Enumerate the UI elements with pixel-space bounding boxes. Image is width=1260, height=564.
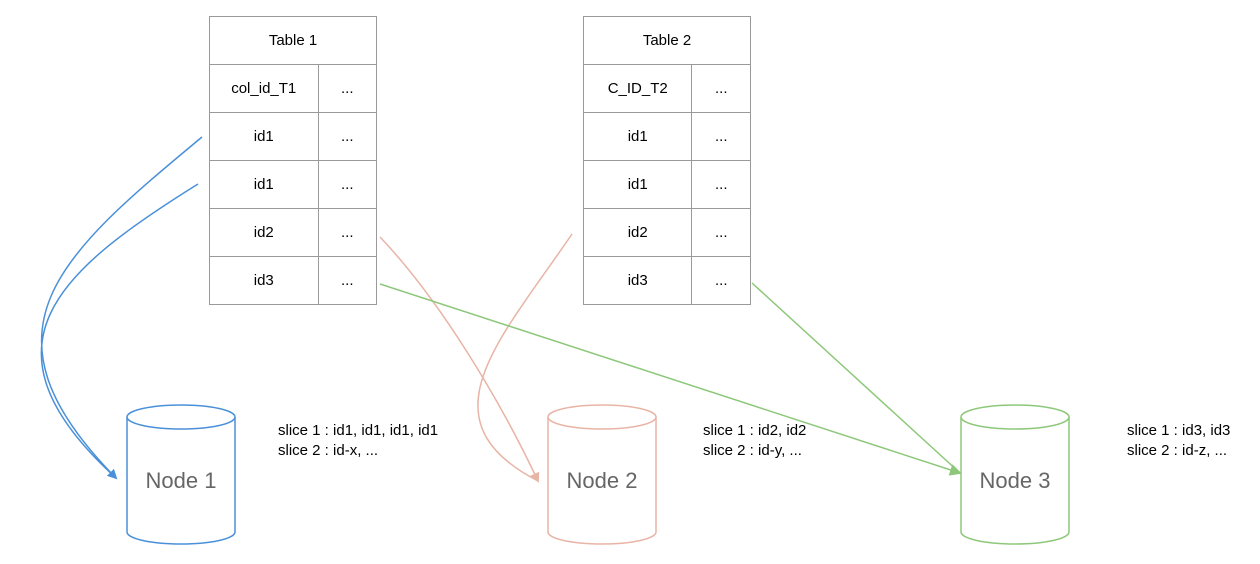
slice-line: slice 2 : id-y, ... [703, 442, 802, 459]
node-2-slices: slice 1 : id2, id2 slice 2 : id-y, ... [703, 421, 806, 461]
cell-id: id1 [209, 112, 319, 161]
node-3: Node 3 [960, 404, 1070, 546]
table-title-row: Table 2 [583, 16, 751, 65]
slice-line: slice 1 : id2, id2 [703, 422, 807, 439]
table-1: Table 1 col_id_T1 ... id1 ... id1 ... id… [209, 16, 377, 305]
cell-other: ... [691, 208, 751, 257]
cell-id: id3 [209, 256, 319, 305]
node-3-slices: slice 1 : id3, id3 slice 2 : id-z, ... [1127, 421, 1230, 461]
cell-other: ... [691, 160, 751, 209]
cell-id: id2 [582, 208, 693, 257]
arrow-t2-id2-to-node2 [477, 233, 573, 482]
cell-other: ... [317, 160, 377, 209]
table-title: Table 2 [583, 16, 751, 65]
column-header-other: ... [691, 64, 751, 113]
table-row: id2 ... [209, 208, 377, 257]
arrow-t1-id1-a-to-node1 [40, 136, 203, 480]
column-header-id: C_ID_T2 [582, 64, 693, 113]
table-row: id1 ... [209, 160, 377, 209]
cell-id: id1 [582, 160, 693, 209]
table-title: Table 1 [209, 16, 377, 65]
slice-line: slice 2 : id-x, ... [278, 442, 379, 459]
cell-id: id1 [582, 112, 693, 161]
table-row: id1 ... [582, 160, 751, 209]
cell-id: id3 [582, 256, 693, 305]
arrow-t1-id3-to-node3 [379, 283, 962, 476]
cell-other: ... [317, 112, 377, 161]
slice-line: slice 2 : id-z, ... [1127, 442, 1228, 459]
cell-other: ... [691, 256, 751, 305]
table-header-row: col_id_T1 ... [209, 64, 377, 113]
arrow-t1-id2-to-node2 [379, 236, 540, 483]
cell-id: id1 [209, 160, 319, 209]
node-label: Node 1 [145, 468, 217, 493]
column-header-id: col_id_T1 [209, 64, 319, 113]
table-header-row: C_ID_T2 ... [582, 64, 751, 113]
table-row: id1 ... [582, 112, 751, 161]
database-cylinder-icon [126, 404, 236, 545]
table-row: id1 ... [209, 112, 377, 161]
arrow-t1-id1-b-to-node1 [40, 183, 199, 479]
table-2: Table 2 C_ID_T2 ... id1 ... id1 ... id2 … [582, 16, 751, 305]
database-cylinder-icon [960, 404, 1070, 545]
column-header-other: ... [317, 64, 377, 113]
table-row: id3 ... [209, 256, 377, 305]
node-1: Node 1 [126, 404, 236, 546]
cell-other: ... [317, 208, 377, 257]
slice-line: slice 1 : id1, id1, id1, id1 [278, 422, 439, 439]
cell-id: id2 [209, 208, 319, 257]
table-row: id2 ... [582, 208, 751, 257]
database-cylinder-icon [547, 404, 657, 545]
node-label: Node 3 [979, 468, 1051, 493]
node-1-slices: slice 1 : id1, id1, id1, id1 slice 2 : i… [278, 421, 438, 461]
slice-line: slice 1 : id3, id3 [1127, 422, 1231, 439]
cell-other: ... [691, 112, 751, 161]
table-title-row: Table 1 [209, 16, 377, 65]
table-row: id3 ... [582, 256, 751, 305]
cell-other: ... [317, 256, 377, 305]
node-label: Node 2 [566, 468, 638, 493]
arrow-t2-id3-to-node3 [751, 282, 961, 474]
node-2: Node 2 [547, 404, 657, 546]
